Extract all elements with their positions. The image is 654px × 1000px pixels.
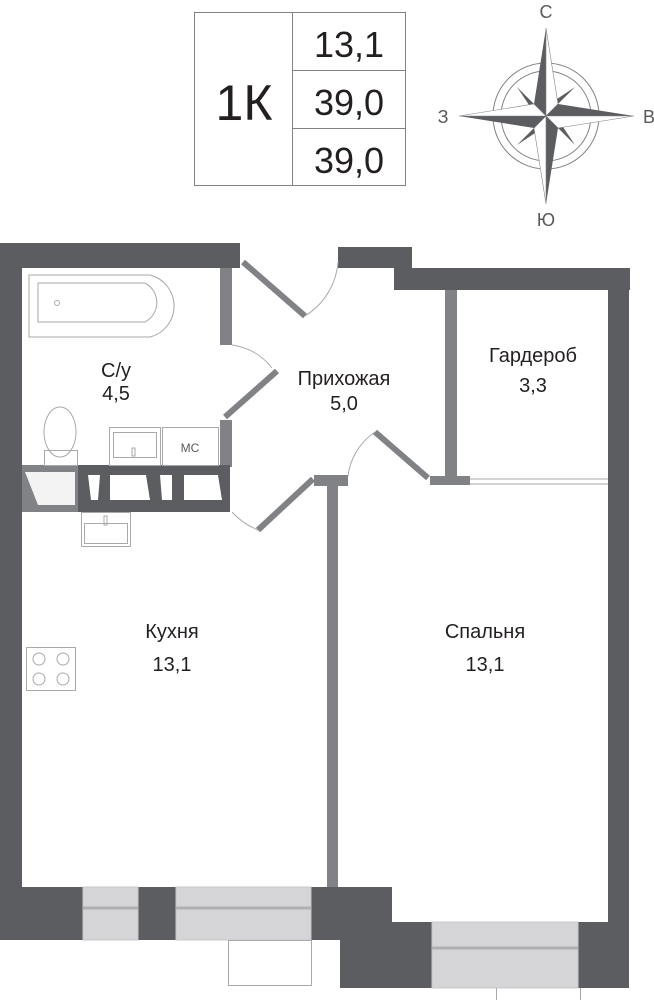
compass-west-label: З: [438, 107, 449, 127]
wardrobe-area: 3,3: [519, 375, 547, 397]
kitchen-area: 13,1: [153, 654, 192, 676]
kitchen-name: Кухня: [145, 621, 199, 643]
kitchen-window-left: [82, 886, 139, 941]
bathtub-icon: [28, 274, 175, 338]
total-area-balcony-value: 39,0: [314, 140, 384, 181]
bedroom-name: Спальня: [445, 621, 525, 643]
bathroom-sink-icon: [109, 427, 161, 466]
bathroom-area: 4,5: [102, 383, 130, 405]
washing-machine-label: МС: [181, 441, 200, 455]
compass-south-label: Ю: [537, 210, 555, 230]
doors: [223, 259, 430, 533]
hallway-name: Прихожая: [298, 368, 391, 390]
bedroom-window: [431, 921, 579, 989]
toilet-icon: [43, 406, 78, 466]
exterior-walls: [0, 243, 630, 988]
wardrobe-name: Гардероб: [489, 345, 577, 367]
partitions: [22, 268, 608, 887]
living-area-value: 13,1: [314, 24, 384, 65]
windows: [82, 886, 581, 1000]
total-area-value: 39,0: [314, 82, 384, 123]
rooms-count-label: 1К: [216, 75, 273, 131]
compass-rose-icon: С Ю З В: [438, 2, 654, 230]
compass-east-label: В: [643, 107, 654, 127]
balcony-outline: [228, 940, 312, 986]
stove-icon: [26, 647, 76, 691]
kitchen-sink-icon: [81, 512, 131, 547]
washing-machine-icon: МС: [162, 427, 219, 466]
bedroom-area: 13,1: [466, 654, 505, 676]
compass-north-label: С: [540, 2, 553, 22]
apartment-summary: 1К 13,1 39,0 39,0: [194, 12, 406, 186]
hallway-area: 5,0: [330, 393, 358, 415]
bathroom-name: С/у: [101, 360, 131, 382]
kitchen-window-right: [175, 886, 312, 941]
